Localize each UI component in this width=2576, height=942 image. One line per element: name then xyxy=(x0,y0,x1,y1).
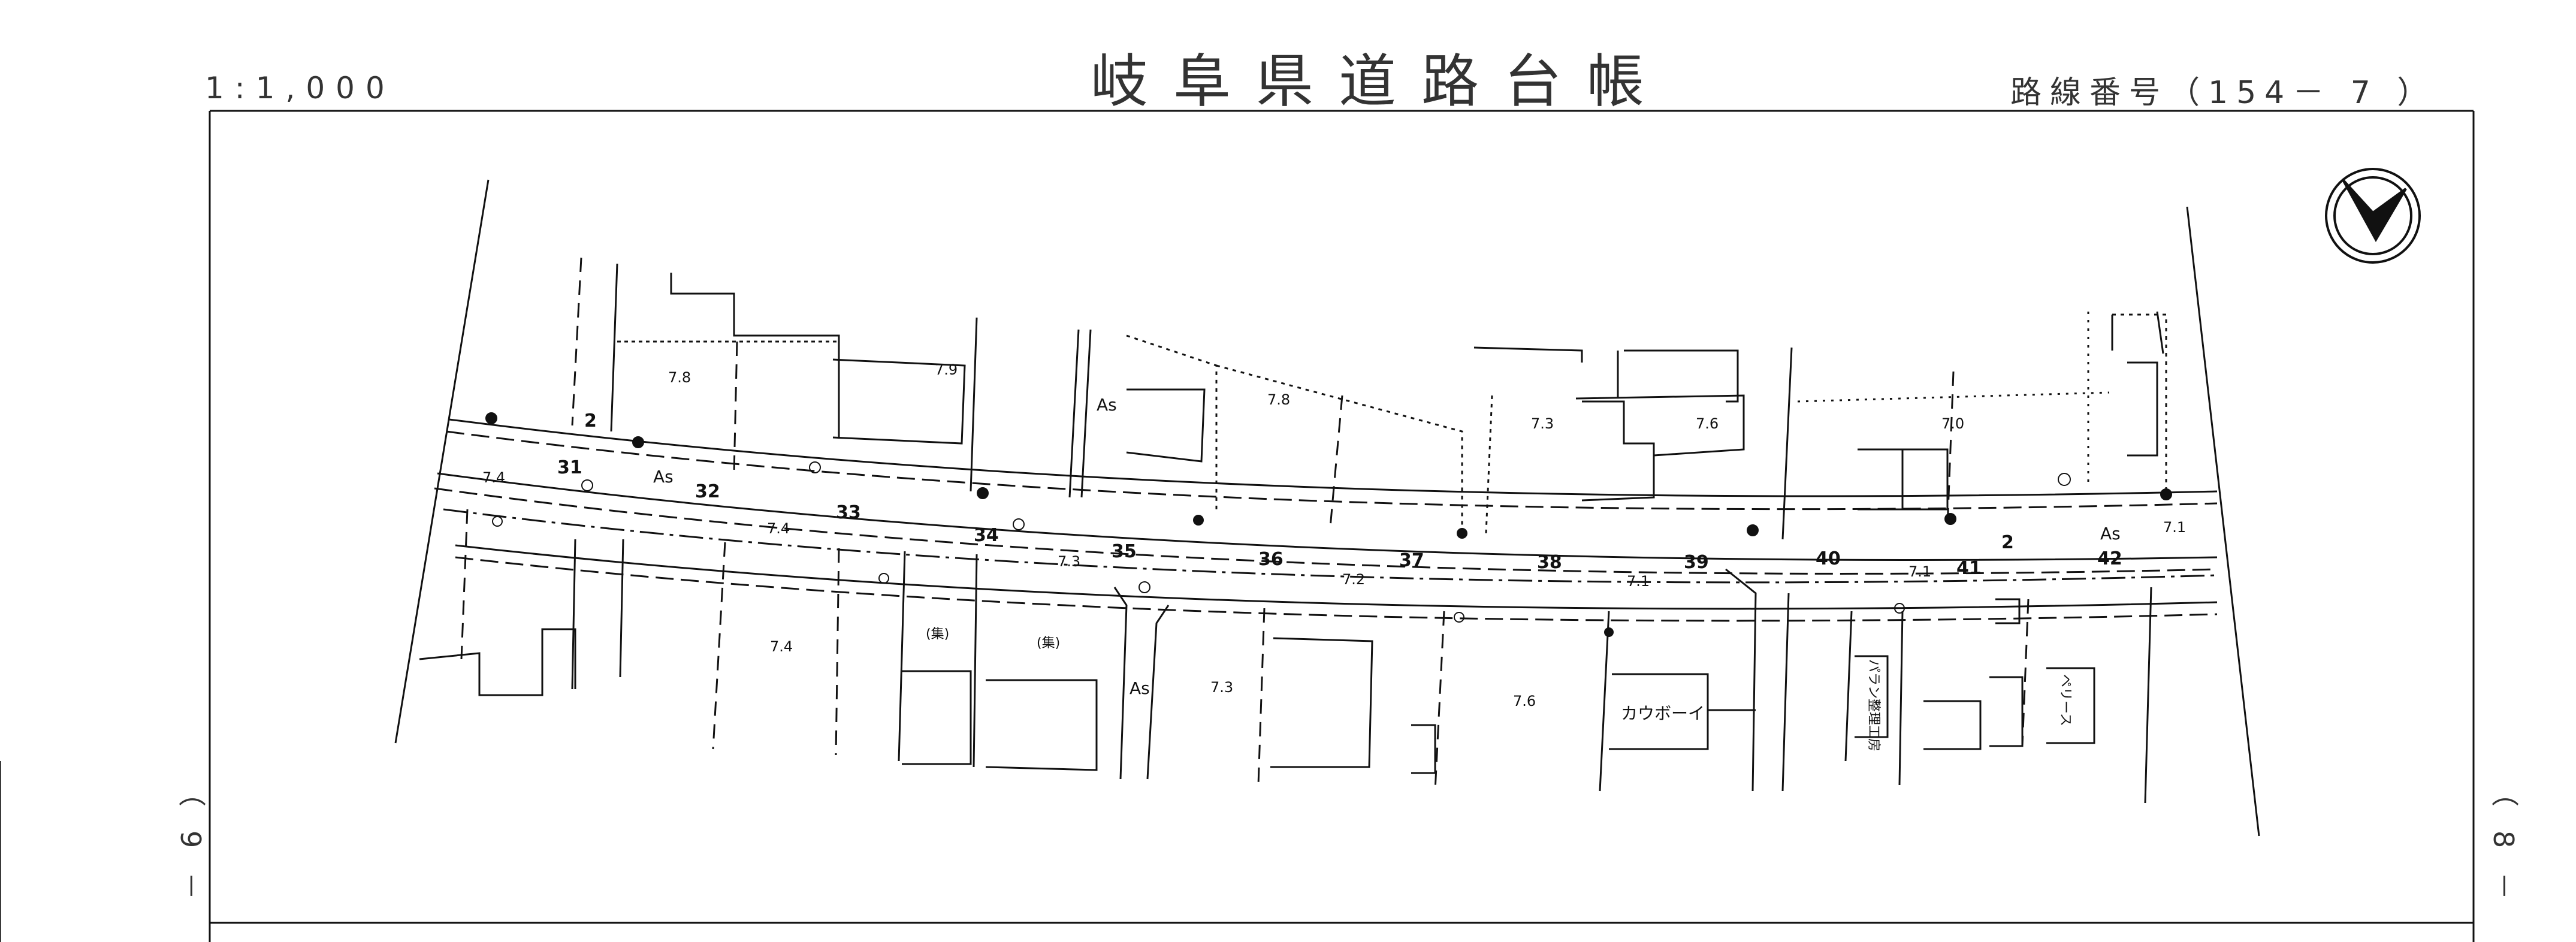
pavement-labels: As As As As xyxy=(653,395,2121,698)
pavement-label: As xyxy=(653,467,674,487)
elevation-label: 7.1 xyxy=(1627,573,1650,590)
pavement-label: As xyxy=(1097,395,1117,415)
station-label: 37 xyxy=(1399,550,1424,571)
utility-marks xyxy=(485,412,2172,637)
boundary-lines xyxy=(394,179,2260,837)
station-labels: 2 31 32 33 34 35 36 37 38 39 40 41 2 42 xyxy=(557,410,2122,579)
route-number: 路線番号（154－ 7 ） xyxy=(2010,75,2437,111)
elevation-label: 7.4 xyxy=(482,469,505,486)
station-label: 2 xyxy=(2001,532,2014,553)
station-label: 34 xyxy=(974,525,999,546)
elevation-label: 7.3 xyxy=(1058,553,1080,570)
elevation-label: 7.9 xyxy=(935,361,958,378)
station-label: 38 xyxy=(1537,552,1562,573)
adjacent-sheet-left: （9－ xyxy=(174,779,207,924)
lot-lines-north xyxy=(571,257,2167,540)
station-label: 39 xyxy=(1684,552,1709,573)
station-label: 35 xyxy=(1112,541,1137,562)
north-arrow-icon xyxy=(2325,168,2421,264)
elevation-labels: 7.4 7.8 7.9 7.4 7.3 7.8 7.2 7.3 7.6 7.1 … xyxy=(482,361,2186,709)
elevation-label: 7.4 xyxy=(767,520,790,537)
scale-label: 1:1,000 xyxy=(205,71,395,105)
station-label: 40 xyxy=(1816,548,1841,569)
pavement-label: As xyxy=(2100,524,2121,544)
elevation-label: 7.2 xyxy=(1342,571,1365,588)
elevation-label: 7.8 xyxy=(668,369,691,386)
elevation-label: 7.6 xyxy=(1513,693,1536,709)
elevation-label: 7.8 xyxy=(1267,391,1290,408)
station-label: 32 xyxy=(695,481,720,502)
pavement-label: As xyxy=(1130,678,1150,698)
station-label: 36 xyxy=(1258,549,1284,570)
building-label: (集) xyxy=(926,627,949,642)
elevation-label: 7.1 xyxy=(2163,519,2186,536)
adjacent-sheet-right: （8－ xyxy=(2487,779,2520,924)
building-label: パラン整理工房 xyxy=(1866,659,1881,751)
building-label: (集) xyxy=(1037,636,1060,651)
building-labels: (集) (集) カウボーイ パラン整理工房 ペリース xyxy=(926,627,2073,751)
elevation-label: 7.6 xyxy=(1696,415,1719,432)
elevation-label: 7.0 xyxy=(1941,415,1964,432)
station-label: 33 xyxy=(836,502,861,523)
map-frame xyxy=(0,110,2475,942)
station-label: 42 xyxy=(2097,548,2122,569)
building-label: ペリース xyxy=(2058,674,2073,726)
building-label: カウボーイ xyxy=(1621,704,1705,723)
station-label: 31 xyxy=(557,457,582,478)
page-title: 岐阜県道路台帳 xyxy=(1091,48,1669,115)
elevation-label: 7.1 xyxy=(1908,563,1931,580)
elevation-label: 7.4 xyxy=(770,638,793,655)
station-label: 2 xyxy=(584,410,597,431)
station-label: 41 xyxy=(1956,558,1982,579)
elevation-label: 7.3 xyxy=(1531,415,1554,432)
lot-lines-south xyxy=(419,509,2152,804)
elevation-label: 7.3 xyxy=(1210,679,1233,696)
